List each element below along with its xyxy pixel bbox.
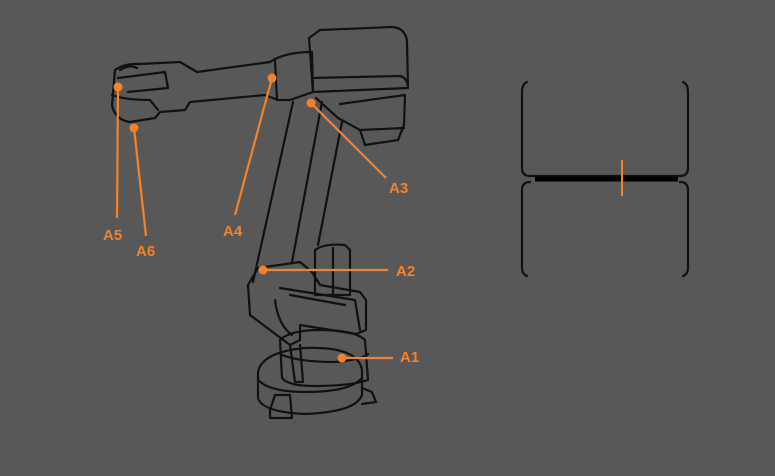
a1-label: A1 bbox=[400, 349, 419, 366]
counterweight-pillar bbox=[313, 243, 352, 297]
a5-marker bbox=[113, 82, 123, 92]
split-panel-symbol bbox=[520, 80, 690, 278]
a4-label: A4 bbox=[223, 223, 243, 240]
a4-leader bbox=[233, 77, 274, 216]
a5-leader bbox=[115, 86, 120, 219]
base-turret bbox=[278, 328, 370, 388]
a2-marker bbox=[258, 265, 268, 275]
a6-leader bbox=[132, 127, 148, 237]
robot-base bbox=[256, 346, 364, 416]
a6-label: A6 bbox=[136, 243, 155, 260]
a5-label: A5 bbox=[103, 227, 122, 244]
a3-label: A3 bbox=[389, 180, 408, 197]
a2-motor-housing bbox=[246, 260, 368, 347]
a2-label: A2 bbox=[396, 263, 415, 280]
wrist bbox=[116, 70, 170, 94]
lower-panel bbox=[520, 180, 690, 278]
robot-arm-illustration bbox=[110, 25, 410, 420]
a3-marker bbox=[306, 98, 316, 108]
axis-callouts: A5 A6 A4 A3 A2 A1 bbox=[103, 73, 419, 366]
a4-marker bbox=[267, 73, 277, 83]
forearm bbox=[110, 50, 315, 124]
lower-arm bbox=[251, 100, 295, 284]
a3-leader bbox=[310, 102, 387, 179]
a3-motor-housing bbox=[307, 25, 410, 94]
a6-marker bbox=[129, 123, 139, 133]
upper-panel bbox=[520, 80, 690, 178]
a1-marker bbox=[337, 353, 347, 363]
